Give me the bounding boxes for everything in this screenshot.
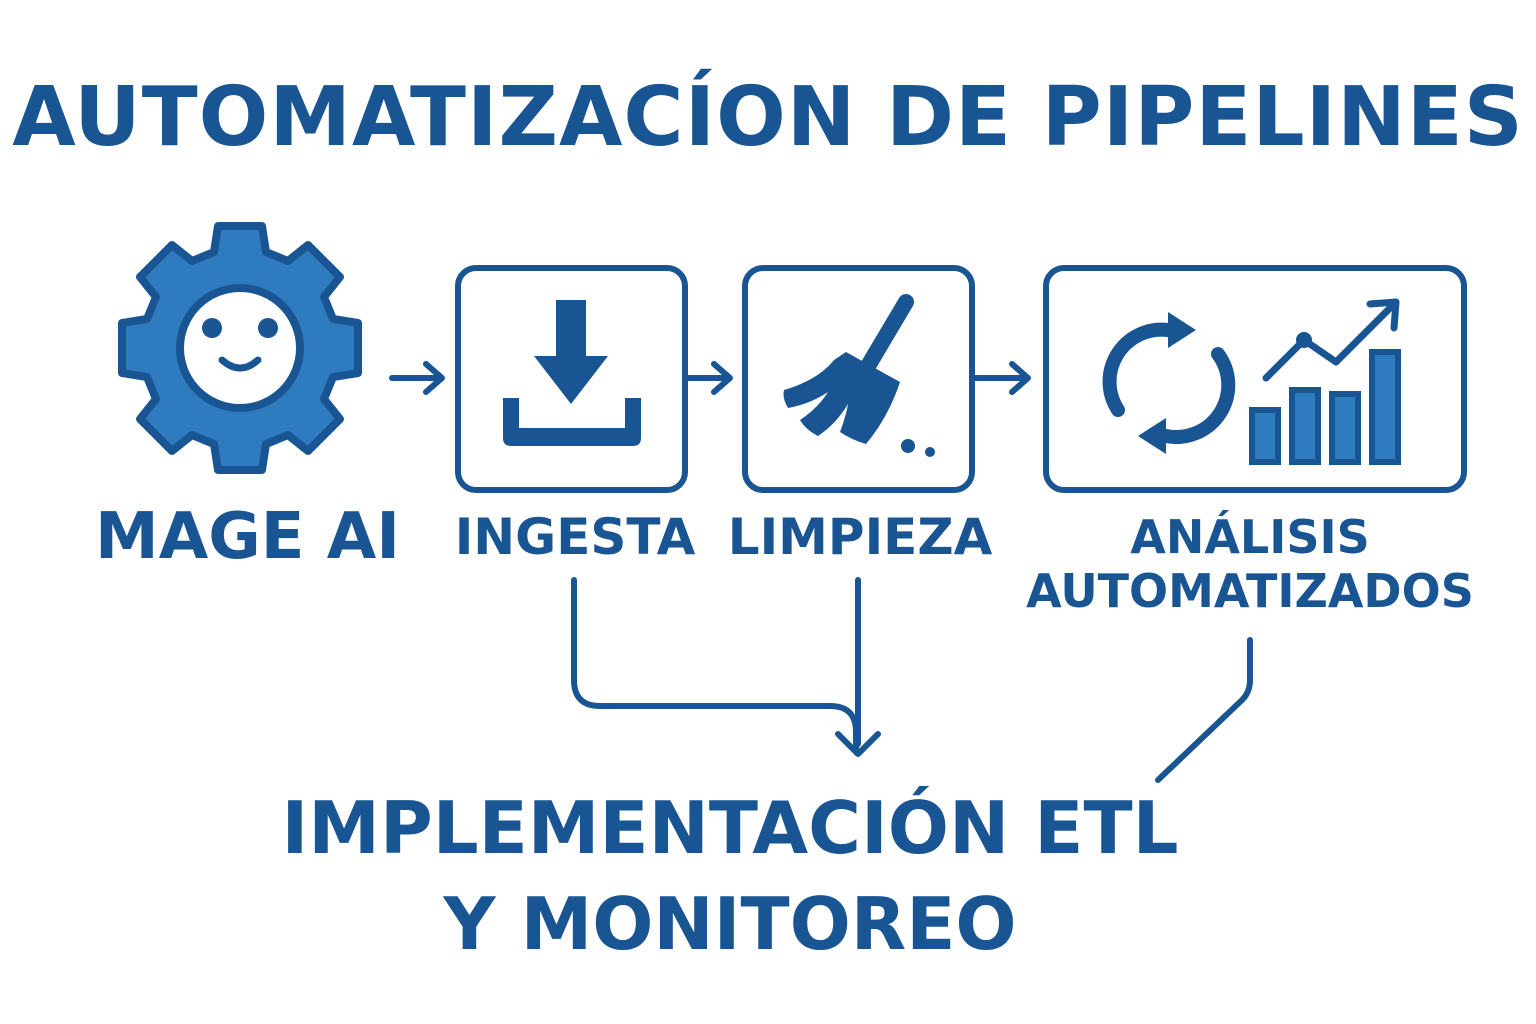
arrow-mage-to-ingesta [389,361,445,395]
label-analisis-line2: AUTOMATIZADOS [1026,564,1474,618]
label-limpieza: LIMPIEZA [727,508,993,566]
broom-icon [783,294,935,457]
smiling-gear-icon [118,222,362,474]
bottom-title-line2: Y MONITOREO [443,882,1017,966]
bottom-title-line1: IMPLEMENTACIÓN ETL [281,786,1179,870]
arrow-ingesta-to-limpieza [682,361,733,395]
label-mage-ai: MAGE AI [95,500,401,574]
bar-chart-trend-icon [1249,298,1401,465]
connector-ingesta-limpieza-to-etl [571,577,881,757]
refresh-cycle-icon [1102,312,1236,454]
arrow-limpieza-to-analisis [969,361,1031,395]
download-tray-icon [503,300,641,446]
analisis-box [1043,265,1467,493]
bottom-title: IMPLEMENTACIÓN ETL Y MONITOREO [220,780,1240,972]
connector-analisis-to-etl [1155,637,1253,783]
limpieza-box [742,265,975,493]
label-analisis-line1: ANÁLISIS [1130,510,1370,564]
ingesta-box [455,265,688,493]
label-analisis: ANÁLISIS AUTOMATIZADOS [1010,510,1490,618]
page-title: AUTOMATIZACÍON DE PIPELINES [12,70,1524,165]
label-ingesta: INGESTA [454,508,696,566]
